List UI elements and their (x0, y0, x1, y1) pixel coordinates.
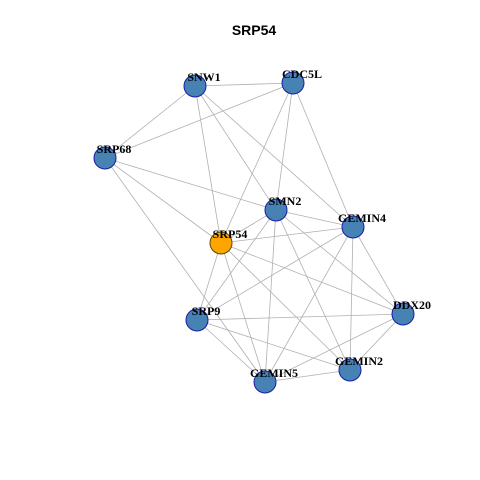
edge-gemin4-gemin5 (264, 226, 354, 383)
node-cdc5l: CDC5L (281, 67, 322, 95)
node-circle-smn2 (264, 198, 288, 222)
edge-cdc5l-gemin4 (292, 82, 354, 228)
node-circle-snw1 (183, 74, 207, 98)
node-gemin4: GEMIN4 (338, 211, 386, 239)
node-label-srp54: SRP54 (213, 227, 248, 241)
edge-smn2-ddx20 (275, 209, 404, 315)
edge-gemin4-gemin2 (349, 226, 354, 371)
node-circle-ddx20 (391, 302, 415, 326)
edge-cdc5l-srp68 (104, 82, 294, 159)
node-circle-srp54 (209, 231, 233, 255)
node-ddx20: DDX20 (391, 298, 431, 326)
node-smn2: SMN2 (264, 194, 302, 222)
edge-snw1-cdc5l (194, 82, 294, 87)
node-label-snw1: SNW1 (187, 70, 220, 84)
edge-srp9-gemin5 (196, 319, 266, 383)
edge-srp68-srp54 (104, 157, 222, 244)
edge-ddx20-srp9 (196, 313, 404, 321)
edge-srp54-ddx20 (220, 242, 404, 315)
edge-smn2-gemin4 (275, 209, 354, 228)
node-circle-gemin2 (338, 358, 362, 382)
edges-layer (104, 82, 404, 383)
node-srp54: SRP54 (209, 227, 248, 255)
edge-ddx20-gemin5 (264, 313, 404, 383)
node-circle-srp68 (93, 146, 117, 170)
node-label-srp68: SRP68 (97, 142, 132, 156)
edge-srp68-gemin5 (104, 157, 266, 383)
edge-snw1-srp54 (194, 85, 222, 244)
edge-srp9-gemin2 (196, 319, 351, 371)
node-label-cdc5l: CDC5L (282, 67, 322, 81)
edge-snw1-gemin4 (194, 85, 354, 228)
edge-gemin2-gemin5 (264, 369, 351, 383)
edge-snw1-smn2 (194, 85, 277, 211)
node-label-ddx20: DDX20 (393, 298, 431, 312)
edge-gemin4-srp9 (196, 226, 354, 321)
edge-ddx20-gemin2 (349, 313, 404, 371)
node-circle-cdc5l (281, 71, 305, 95)
node-gemin2: GEMIN2 (335, 354, 383, 382)
node-label-gemin4: GEMIN4 (338, 211, 386, 225)
node-circle-gemin5 (253, 370, 277, 394)
node-srp9: SRP9 (185, 304, 221, 332)
graph-title: SRP54 (232, 22, 277, 38)
edge-smn2-gemin2 (275, 209, 351, 371)
node-label-gemin5: GEMIN5 (250, 366, 298, 380)
edge-gemin4-ddx20 (352, 226, 404, 315)
node-circle-srp9 (185, 308, 209, 332)
node-snw1: SNW1 (183, 70, 221, 98)
edge-srp54-gemin5 (220, 242, 266, 383)
node-label-smn2: SMN2 (269, 194, 302, 208)
edge-cdc5l-srp54 (220, 82, 294, 244)
edge-srp54-srp9 (196, 242, 222, 321)
edge-smn2-gemin5 (264, 209, 277, 383)
edge-srp68-smn2 (104, 157, 277, 211)
edge-cdc5l-smn2 (275, 82, 294, 211)
node-circle-gemin4 (341, 215, 365, 239)
node-srp68: SRP68 (93, 142, 132, 170)
node-label-srp9: SRP9 (192, 304, 221, 318)
edge-gemin4-srp54 (220, 226, 354, 244)
edge-smn2-srp9 (196, 209, 277, 321)
edge-srp54-gemin2 (220, 242, 351, 371)
node-gemin5: GEMIN5 (250, 366, 298, 394)
edge-snw1-srp68 (104, 85, 196, 159)
node-label-gemin2: GEMIN2 (335, 354, 383, 368)
